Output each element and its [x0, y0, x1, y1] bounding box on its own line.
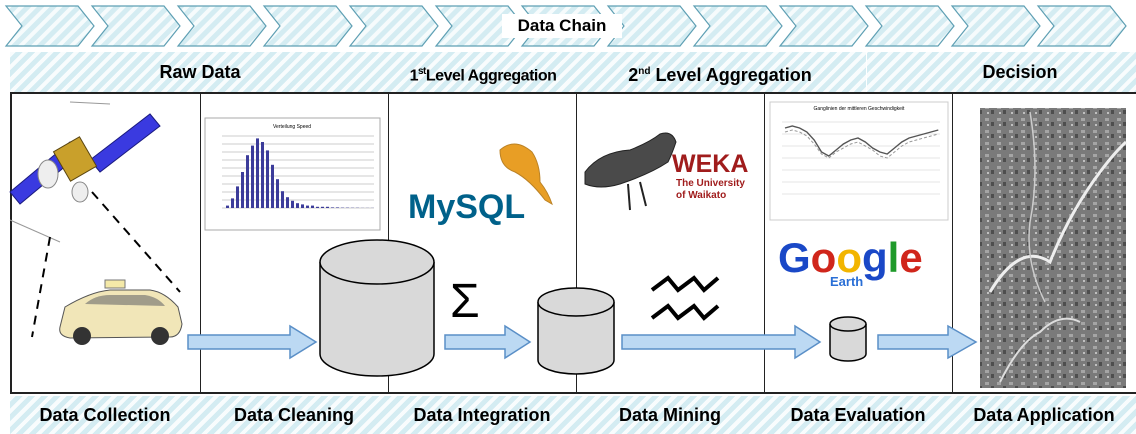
- chain-chevron: [176, 5, 267, 47]
- stage-divider: [866, 52, 867, 92]
- sigma-symbol: Σ: [450, 275, 480, 328]
- process-illustrations: Verteilung Speed MySQL Σ WEKA The Univer…: [9, 101, 1128, 388]
- histogram-bar: [246, 155, 249, 208]
- step-data-integration: Data Integration: [413, 405, 551, 425]
- chain-chevron: [1036, 5, 1127, 47]
- histogram-bar: [226, 205, 229, 208]
- signal-line: [31, 236, 51, 338]
- histogram-bar: [306, 205, 309, 208]
- histogram-bar: [301, 204, 304, 208]
- process-frame: [10, 92, 1136, 394]
- histogram-bar: [286, 197, 289, 208]
- chain-chevron: [90, 5, 181, 47]
- chain-chevron: [778, 5, 869, 47]
- step-data-evaluation: Data Evaluation: [790, 405, 926, 425]
- chain-chevron: [262, 5, 353, 47]
- svg-text:of Waikato: of Waikato: [676, 190, 726, 201]
- histogram-bar: [291, 200, 294, 208]
- svg-text:The University: The University: [676, 178, 745, 189]
- histogram-bar: [326, 206, 329, 208]
- histogram-bar: [331, 207, 334, 208]
- histogram-bar: [296, 203, 299, 208]
- svg-text:Google: Google: [778, 234, 923, 281]
- histogram-bar: [271, 164, 274, 208]
- data-mining-zigzag-icon: [650, 275, 720, 321]
- svg-text:WEKA: WEKA: [672, 150, 748, 178]
- flow-arrow: [444, 324, 532, 360]
- chain-chevron: [864, 5, 955, 47]
- histogram-bar: [241, 172, 244, 208]
- chain-chevron: [606, 5, 697, 47]
- step-data-cleaning: Data Cleaning: [233, 405, 355, 425]
- histogram-bar: [321, 206, 324, 208]
- chain-chevron: [950, 5, 1041, 47]
- histogram-bar: [311, 205, 314, 208]
- histogram-bar: [316, 206, 319, 208]
- stage-band: Raw Data 1stLevel Aggregation 2nd Level …: [10, 52, 1136, 92]
- svg-text:Ganglinien der mittleren Gesch: Ganglinien der mittleren Geschwindigkeit: [814, 106, 905, 112]
- histogram-bar: [276, 179, 279, 208]
- column-divider: [952, 92, 953, 394]
- large-database-cylinder: [319, 239, 435, 377]
- step-data-collection: Data Collection: [39, 405, 171, 425]
- step-data-mining: Data Mining: [619, 405, 721, 425]
- column-divider: [200, 92, 201, 394]
- column-divider: [764, 92, 765, 394]
- taxi-car-icon: [59, 279, 183, 345]
- flow-arrow: [621, 324, 822, 360]
- histogram-bar: [266, 150, 269, 208]
- stage-decision: Decision: [982, 62, 1058, 82]
- satellite-icon: [9, 101, 161, 243]
- stage-second-level-aggregation: 2nd Level Aggregation: [628, 65, 812, 85]
- svg-text:MySQL: MySQL: [408, 188, 525, 226]
- flow-arrow: [187, 324, 318, 360]
- histogram-bar: [261, 142, 264, 208]
- histogram-bar: [256, 138, 259, 208]
- histogram-bar: [236, 186, 239, 208]
- column-divider: [576, 92, 577, 394]
- step-data-application: Data Application: [973, 405, 1115, 425]
- google-earth-logo: Google Earth: [778, 234, 923, 289]
- flow-arrow: [877, 324, 978, 360]
- medium-database-cylinder: [537, 287, 615, 375]
- mysql-logo: MySQL: [408, 143, 553, 226]
- speed-histogram: Verteilung Speed: [204, 117, 381, 231]
- histogram-bar: [281, 191, 284, 208]
- signal-line: [91, 191, 181, 293]
- histogram-bar: [251, 145, 254, 208]
- small-database-cylinder: [829, 316, 867, 362]
- histogram-bar: [231, 198, 234, 208]
- aerial-map-image: [980, 108, 1128, 388]
- step-band: Data Collection Data Cleaning Data Integ…: [10, 396, 1136, 434]
- stage-first-level-aggregation: 1stLevel Aggregation: [409, 66, 557, 85]
- chain-chevron: [348, 5, 439, 47]
- histogram-bar: [336, 207, 339, 208]
- chain-chevron: [4, 5, 95, 47]
- stage-raw-data: Raw Data: [159, 62, 241, 82]
- data-chain-title: Data Chain: [502, 14, 622, 38]
- svg-text:Earth: Earth: [830, 274, 863, 289]
- chain-chevron: [692, 5, 783, 47]
- svg-text:Verteilung Speed: Verteilung Speed: [273, 124, 311, 130]
- weka-bird-logo: WEKA The University of Waikato: [584, 132, 748, 211]
- speed-line-chart: Ganglinien der mittleren Geschwindigkeit: [769, 101, 949, 221]
